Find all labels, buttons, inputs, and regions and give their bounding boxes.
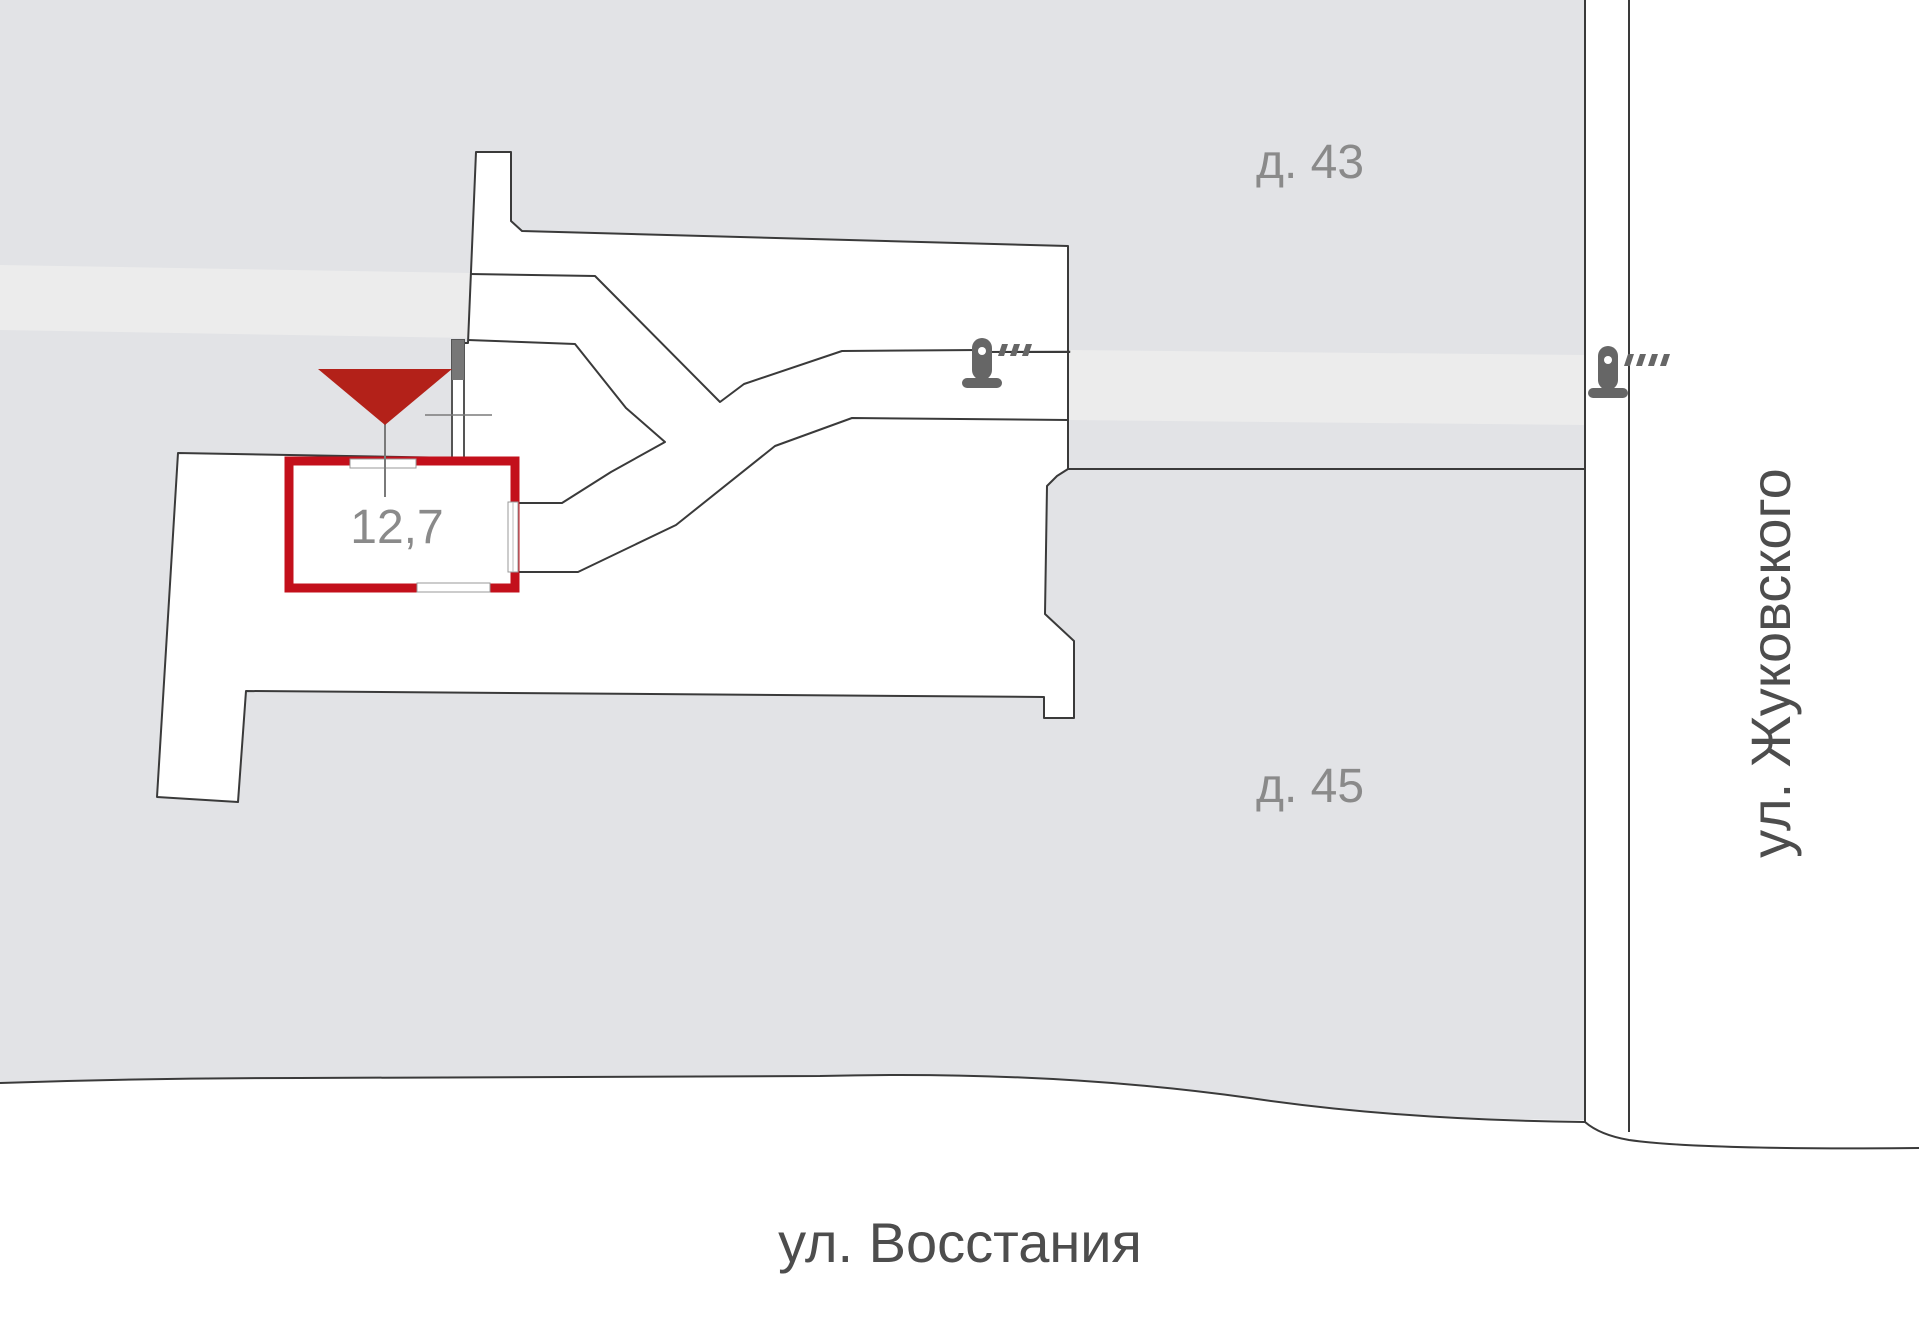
- barrier-gate-icon[interactable]: [962, 332, 1071, 388]
- west-passage: [0, 265, 470, 338]
- building-label-45: д. 45: [1256, 760, 1364, 813]
- building-label-43: д. 43: [1256, 136, 1364, 189]
- door-slot-dark: [452, 340, 464, 380]
- courtyard: [156, 151, 1075, 803]
- unit-area-label: 12,7: [350, 501, 443, 554]
- street-boundary: [0, 1073, 1919, 1150]
- street-label-zhukovskogo: ул. Жуковского: [1739, 468, 1802, 858]
- east-passage: [1068, 350, 1585, 425]
- unit-12-7[interactable]: [284, 456, 520, 593]
- unit-window-bottom: [416, 582, 491, 593]
- barrier-gate-icon-street[interactable]: [1588, 346, 1670, 398]
- unit-window-top: [349, 458, 417, 469]
- courtyard-paths: [467, 273, 1585, 573]
- street-label-vosstaniya: ул. Восстания: [778, 1211, 1142, 1274]
- side-street-strip: [1584, 0, 1630, 1132]
- entrance-marker-icon[interactable]: [318, 369, 452, 425]
